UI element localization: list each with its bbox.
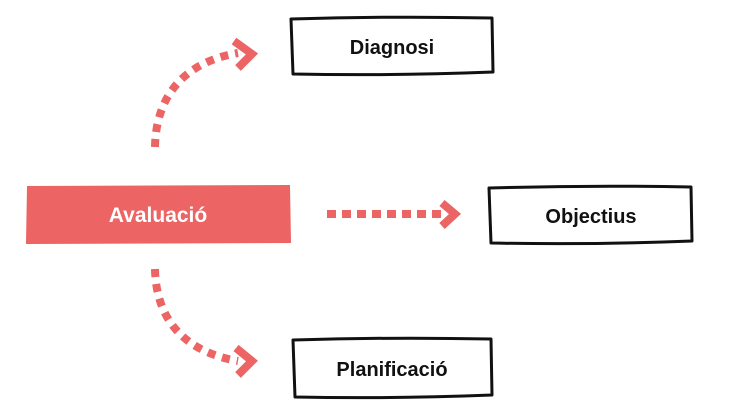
node-avaluacio-box xyxy=(25,184,292,245)
arrow-to-diagnosi-line xyxy=(151,49,239,148)
node-objectius[interactable]: Objectius xyxy=(487,184,694,246)
node-objectius-box xyxy=(487,184,694,246)
arrow-to-objectius xyxy=(327,199,462,229)
arrow-to-diagnosi-head xyxy=(231,37,259,71)
node-objectius-label: Objectius xyxy=(545,206,636,228)
node-planificacio-box xyxy=(291,336,494,400)
arrow-to-planificacio-head xyxy=(233,344,258,378)
arrow-to-planificacio-line xyxy=(151,268,239,365)
node-planificacio[interactable]: Planificació xyxy=(291,336,494,400)
node-planificacio-label: Planificació xyxy=(336,359,447,381)
node-avaluacio[interactable]: Avaluació xyxy=(25,184,292,245)
node-diagnosi-label: Diagnosi xyxy=(350,37,434,59)
arrow-to-planificacio xyxy=(151,268,258,378)
node-diagnosi-box xyxy=(289,15,495,77)
node-avaluacio-label: Avaluació xyxy=(109,204,207,227)
node-diagnosi[interactable]: Diagnosi xyxy=(289,15,495,77)
arrow-to-objectius-head xyxy=(439,199,462,229)
arrow-to-diagnosi xyxy=(151,37,259,148)
